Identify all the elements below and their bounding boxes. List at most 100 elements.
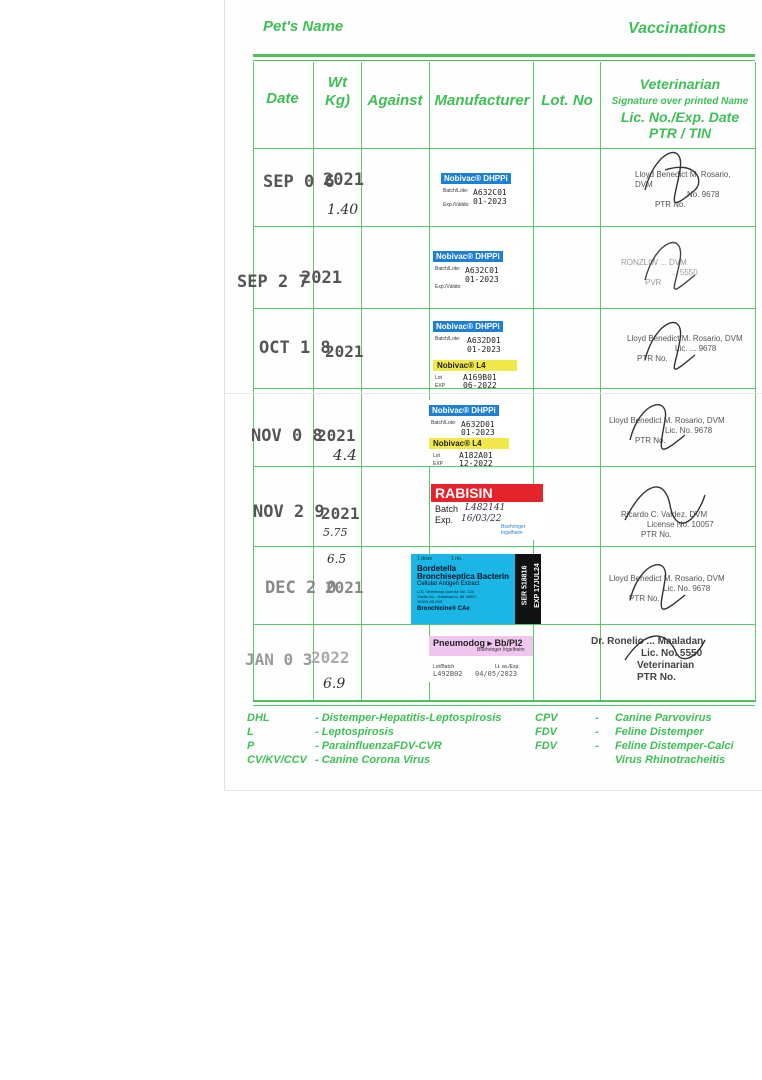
row3-exp-label2: EXP [435,383,446,389]
row1-exp: 01-2023 [473,197,507,206]
legend-code2-2: FDV [535,726,557,738]
row7-date-md: JAN 0 3 [245,650,313,669]
grid-v0 [253,62,254,702]
row6-weight: 6.5 [327,552,347,566]
row7-vet: Dr. Ronelio ... Maaladan Lic. No. 5550 V… [591,636,741,684]
row7-vet-title: Veterinarian [637,660,695,671]
row5-batch: L482141 [465,503,506,513]
row5-exp-label: Exp. [435,515,454,525]
row3-brand2: Nobivac® L4 [433,360,517,371]
legend-code-3: P [247,740,255,752]
row2-brand: Nobivac® DHPPi [433,251,503,262]
row2-exp-label: Exp./Válido: [435,284,462,290]
top-rule-thin [253,60,755,61]
col-manufacturer: Manufacturer [434,92,530,109]
grid-v1 [313,62,314,702]
legend-desc-2: - Leptospirosis [315,726,394,738]
legend-dash-3: - [595,740,599,752]
row6-fine3: 10009-03-003 [417,599,442,604]
col-lot: Lot. No [541,92,593,109]
col-vet-4: PTR / TIN [648,125,712,141]
row4-lot2: A182A01 [459,451,493,460]
row4-vet-lic: Lic. No. 9678 [665,426,713,435]
row1-vet: Lloyd Benedict M. Rosario, DVM No. 9678 … [635,170,745,210]
row4-vaccine-label: Nobivac® DHPPi Batch/Lote: A632D01 01-20… [429,400,523,468]
row4-exp2: 12-2022 [459,459,493,468]
signature-row4 [629,404,686,450]
fold-crease [225,393,762,394]
row3-vet-name: Lloyd Benedict M. Rosario, DVM [627,334,743,343]
grid-v6 [755,62,756,702]
row4-vet-name: Lloyd Benedict M. Rosario, DVM [609,416,725,425]
grid-h5 [253,546,755,547]
row7-vet-ptr: PTR No. [637,672,676,683]
grid-v2 [361,62,362,702]
row6-fine1: U.S. Veterinary License No. 124 [417,589,474,594]
row7-vet-lic: Lic. No. 5550 [641,648,703,659]
row6-title2: Bronchiseptica Bacterin [417,572,510,581]
row7-exp: 04/05/2023 [475,670,518,678]
row6-ml: 1 mL [451,556,463,562]
row3-vaccine-label: Nobivac® DHPPi Batch/Lote: A632D01 01-20… [433,316,525,390]
top-rule [253,54,755,57]
row7-vaccine-label: Pneumodog ▸ Bb/PI2 Boehringer Ingelheim … [429,636,533,682]
bottom-rule [253,700,755,702]
row1-vet-lic: No. 9678 [687,190,720,199]
legend-code-1: DHL [247,712,270,724]
row6-vaccine-label: 1 dose 1 mL Bordetella Bronchiseptica Ba… [411,554,541,624]
row6-subtitle: Cellular Antigen Extract [417,581,480,587]
row1-vet-ptr: PTR No. [655,200,686,209]
grid-h3 [253,388,755,389]
row4-vet-ptr: PTR No. [635,436,666,445]
vaccination-card: Pet's Name Vaccinations Date Wt Kg) Agai… [224,0,762,791]
row4-batch-label: Batch/Lote: [431,420,457,426]
row6-vet: Lloyd Benedict M. Rosario, DVM Lic. No. … [609,574,729,604]
row6-vet-name: Lloyd Benedict M. Rosario, DVM [609,574,725,583]
signature-row7 [624,635,706,661]
row3-exp: 01-2023 [467,345,501,354]
col-against: Against [367,92,423,109]
row5-exp: 16/03/22 [461,514,502,524]
legend-dash-2: - [595,726,599,738]
col-vet-2: Signature over printed Name [611,96,749,107]
legend-desc2-2: Feline Distemper [615,726,704,738]
col-wt-1: Wt [327,74,348,91]
signature-row1 [644,151,700,204]
row4-brand: Nobivac® DHPPi [429,405,499,416]
legend-desc2-4: Virus Rhinotracheitis [615,754,726,766]
row6-vet-ptr: PTR No. [629,594,660,603]
row7-weight: 6.9 [323,676,346,692]
row5-maker: Boehringer Ingelheim [501,524,526,536]
legend-desc-1: - Distemper-Hepatitis-Leptospirosis [315,712,502,724]
row2-vet: RONZLIW ... DVM ... 5550 PVR [621,258,741,288]
row1-date-md: SEP 0 6 [263,172,335,192]
row1-vaccine-label: Nobivac® DHPPi Batch/Lote: A632C01 01-20… [441,168,529,208]
row6-title1: Bordetella [417,564,457,573]
row3-vet-lic: Lic. ... 9678 [675,344,717,353]
row7-brand: Pneumodog ▸ Bb/PI2 [429,636,533,656]
signature-scribbles [624,151,706,661]
legend-code2-1: CPV [535,712,558,724]
row7-exp-label: Lt. av./Exp. [495,664,520,670]
row5-batch-label: Batch [435,504,459,514]
row1-brand: Nobivac® DHPPi [441,173,511,184]
row5-weight: 5.75 [323,526,348,539]
grid-h1 [253,226,755,227]
legend-code2-3: FDV [535,740,557,752]
row6-dose: 1 dose [417,556,433,562]
row5-brand: RABISIN [431,484,543,502]
grid-v3 [429,62,430,702]
row3-vet: Lloyd Benedict M. Rosario, DVM Lic. ... … [627,334,747,364]
row2-vet-lic: ... 5550 [671,268,698,277]
row3-brand: Nobivac® DHPPi [433,321,503,332]
row3-lot-label: Lot [435,375,442,381]
row5-vet-name: Ricardo C. Valdez, DVM [621,510,708,519]
row4-lot-label: Lot [433,453,440,459]
row2-batch-label: Batch/Lote: [435,266,461,272]
grid-h4 [253,466,755,467]
row5-vet: Ricardo C. Valdez, DVM License No. 10057… [621,510,741,540]
col-date: Date [266,90,299,107]
row7-vet-name: Dr. Ronelio ... Maaladan [591,636,704,647]
row6-vet-lic: Lic. No. 9678 [663,584,711,593]
row5-date-md: NOV 2 9 [253,502,325,522]
